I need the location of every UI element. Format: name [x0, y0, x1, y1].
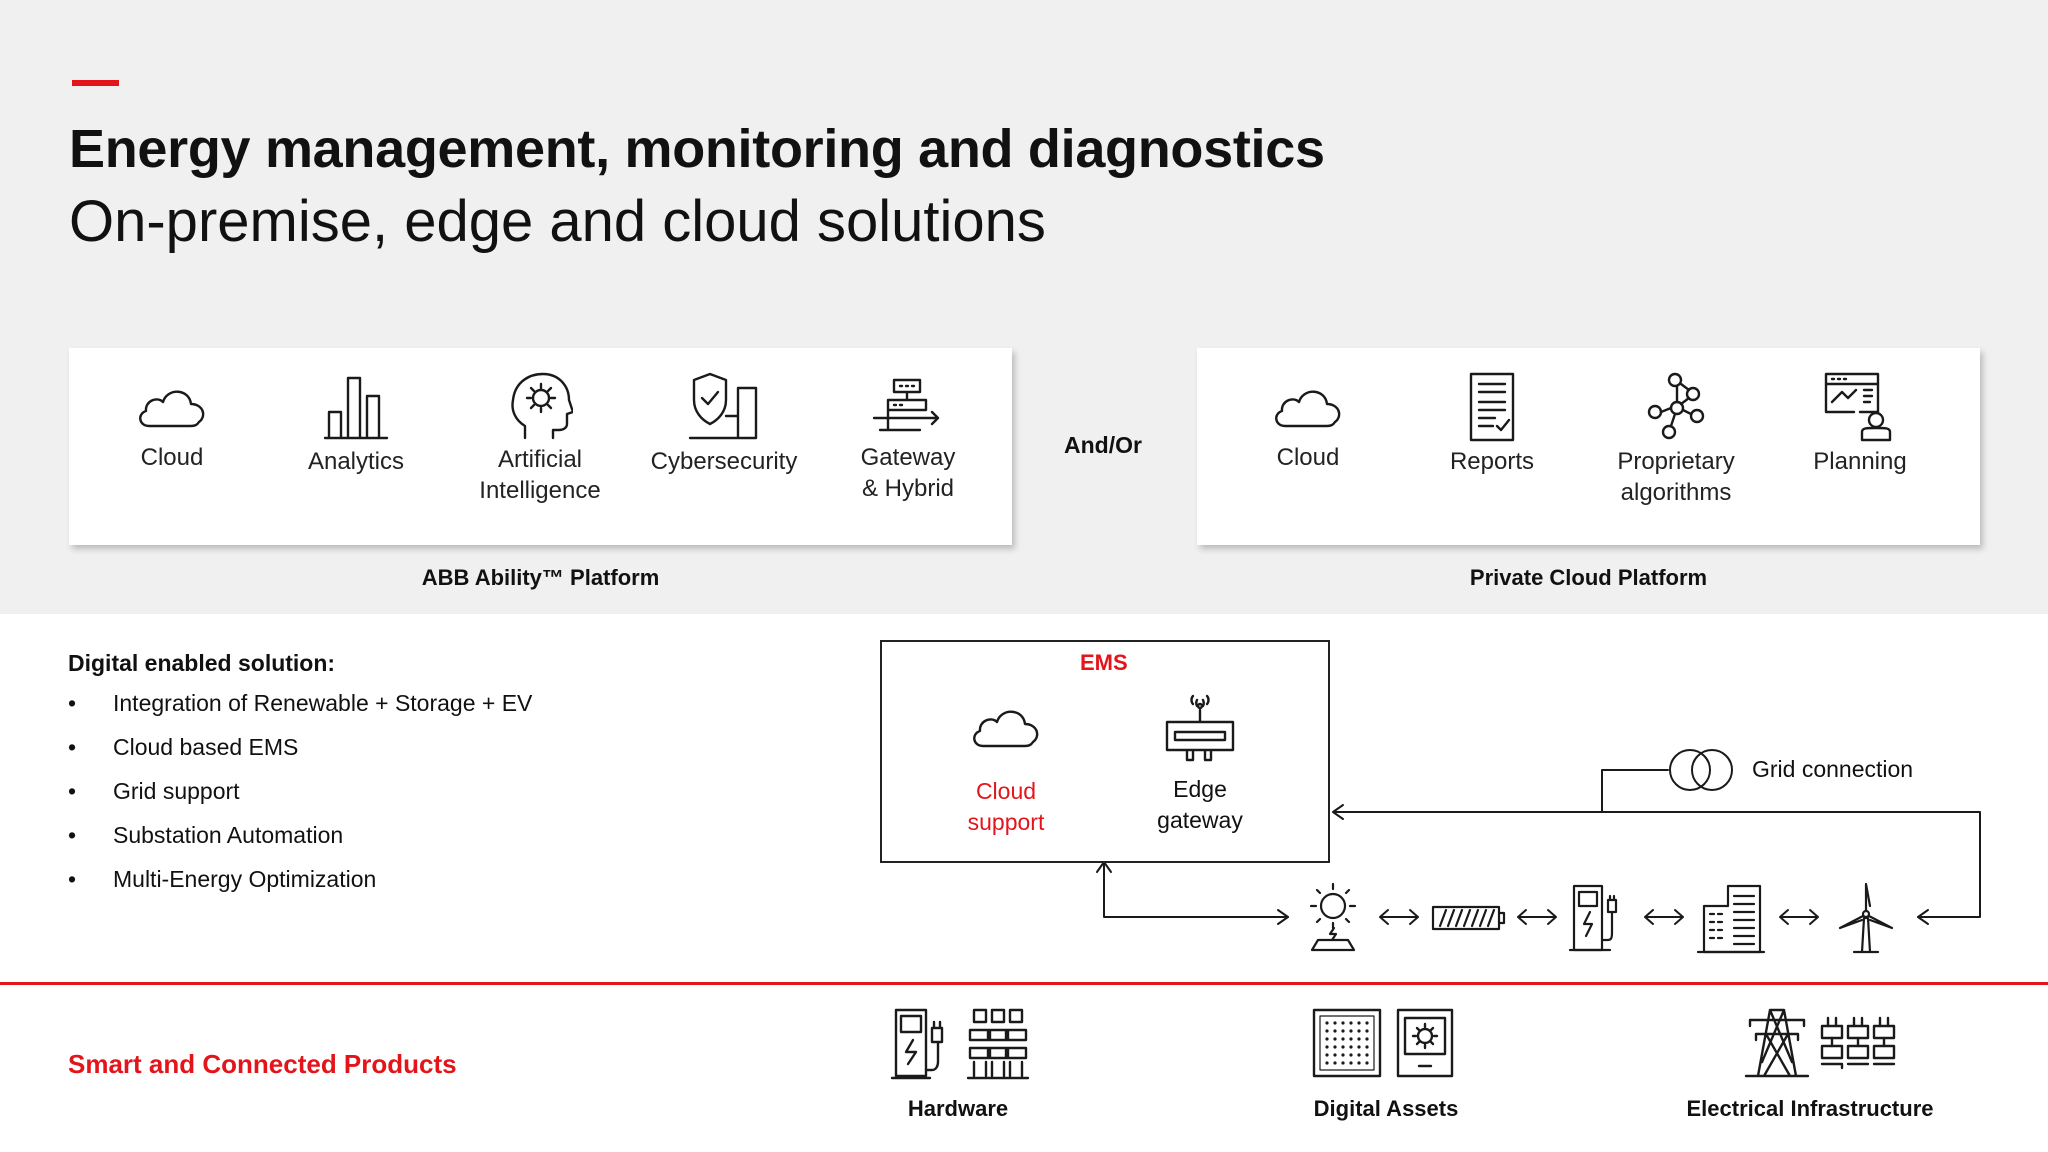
- platform-item-algorithms: Proprietary algorithms: [1584, 372, 1768, 508]
- ems-cloud-support: Cloud support: [926, 702, 1086, 838]
- planning-icon: [1824, 372, 1892, 442]
- ev-charger-icon: [1568, 884, 1618, 952]
- private-cloud-platform-card: Cloud Reports Proprietary algorithms Plan…: [1197, 348, 1980, 545]
- item-label: Cloud: [140, 444, 204, 471]
- section-divider: [0, 982, 2048, 985]
- cloud-icon: [973, 710, 1039, 748]
- solar-icon: [1309, 882, 1357, 952]
- accent-bar: [72, 80, 119, 86]
- platform-item-cloud: Cloud: [1216, 382, 1400, 473]
- item-label: Proprietary: [1617, 448, 1735, 475]
- item-label: Cybersecurity: [650, 448, 798, 475]
- report-icon: [1469, 372, 1515, 442]
- platform-item-analytics: Analytics: [264, 372, 448, 477]
- item-label: Analytics: [307, 448, 405, 475]
- ems-edge-label: gateway: [1157, 807, 1243, 833]
- list-item: •Integration of Renewable + Storage + EV: [68, 690, 533, 716]
- gateway-icon: [872, 378, 940, 432]
- wind-turbine-icon: [1838, 882, 1894, 954]
- breaker-icon: [966, 1008, 1030, 1080]
- list-item: •Substation Automation: [68, 822, 344, 848]
- relay-device-icon: [1396, 1008, 1454, 1078]
- product-group-digital-assets: Digital Assets: [1313, 1096, 1459, 1121]
- router-icon: [1165, 694, 1235, 762]
- ems-box: Cloud support Edge gateway: [880, 640, 1330, 863]
- panel-dots: [1325, 1021, 1369, 1065]
- analytics-icon: [323, 376, 389, 440]
- ai-head-icon: [511, 372, 573, 440]
- platform-item-cybersecurity: Cybersecurity: [632, 372, 816, 477]
- page-title: Energy management, monitoring and diagno…: [69, 119, 1325, 179]
- list-item: •Grid support: [68, 778, 240, 804]
- and-or-label: And/Or: [1064, 432, 1142, 458]
- cloud-icon: [1275, 390, 1341, 428]
- item-label: Reports: [1449, 448, 1535, 475]
- abb-ability-platform-caption: ABB Ability™ Platform: [421, 565, 660, 590]
- item-label: Gateway: [860, 444, 956, 471]
- cloud-icon: [139, 390, 205, 428]
- smart-products-title: Smart and Connected Products: [68, 1049, 457, 1079]
- item-label: Planning: [1813, 448, 1907, 475]
- network-nodes-icon: [1647, 372, 1705, 440]
- digital-solution-list: •Integration of Renewable + Storage + EV…: [68, 690, 532, 910]
- product-group-electrical-infrastructure: Electrical Infrastructure: [1686, 1096, 1934, 1121]
- panel-icon: [1312, 1008, 1382, 1078]
- platform-item-planning: Planning: [1768, 372, 1952, 477]
- switchgear-icon: [1820, 1016, 1896, 1070]
- list-item: •Multi-Energy Optimization: [68, 866, 377, 892]
- platform-item-gateway: Gateway & Hybrid: [816, 378, 1000, 504]
- ems-cloud-label: support: [967, 809, 1045, 835]
- ems-edge-label: Edge: [1173, 776, 1227, 802]
- ems-label: EMS: [1080, 650, 1128, 675]
- item-label: Artificial: [497, 446, 582, 473]
- cybersecurity-shield-icon: [688, 372, 758, 440]
- digital-solution-title: Digital enabled solution:: [68, 650, 336, 676]
- page-subtitle: On-premise, edge and cloud solutions: [69, 189, 1046, 254]
- grid-connection-label: Grid connection: [1752, 756, 1914, 782]
- platform-item-cloud: Cloud: [80, 382, 264, 473]
- item-label: & Hybrid: [861, 475, 955, 502]
- ev-charger-icon: [890, 1008, 944, 1080]
- battery-icon: [1431, 905, 1506, 931]
- private-cloud-platform-caption: Private Cloud Platform: [1469, 565, 1708, 590]
- ems-cloud-label: Cloud: [975, 778, 1037, 804]
- list-item: •Cloud based EMS: [68, 734, 299, 760]
- item-label: Intelligence: [479, 477, 601, 504]
- building-icon: [1696, 884, 1766, 954]
- product-group-hardware: Hardware: [907, 1096, 1009, 1121]
- item-label: algorithms: [1620, 479, 1732, 506]
- platform-item-reports: Reports: [1400, 372, 1584, 477]
- item-label: Cloud: [1276, 444, 1340, 471]
- ems-edge-gateway: Edge gateway: [1120, 694, 1280, 836]
- transmission-tower-icon: [1744, 1008, 1810, 1078]
